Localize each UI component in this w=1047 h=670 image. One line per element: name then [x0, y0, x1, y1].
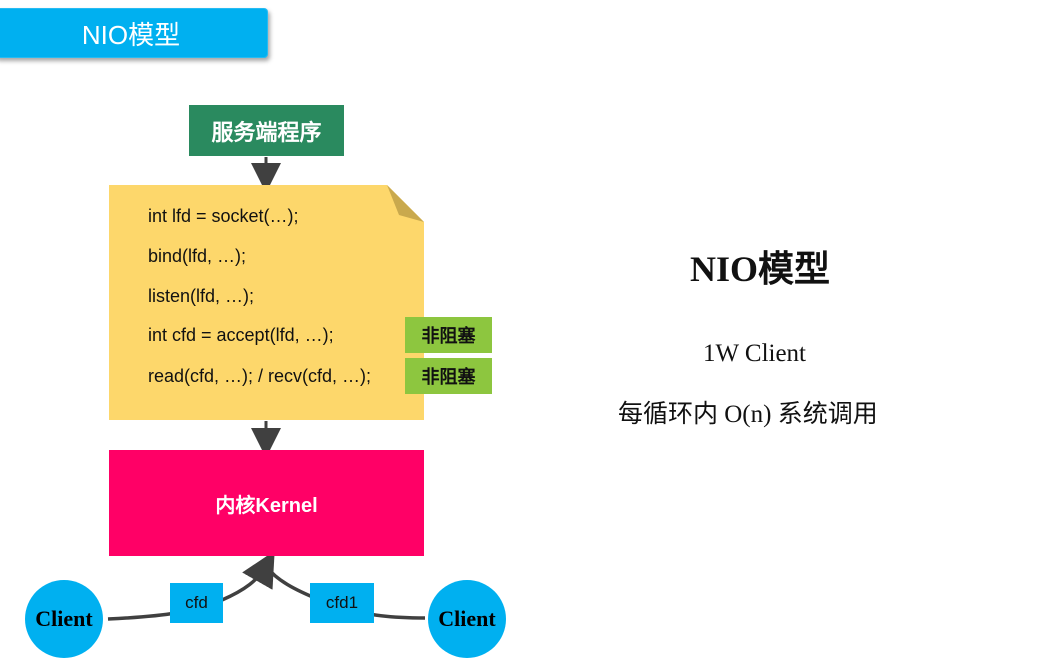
side-line-complexity: 每循环内 O(n) 系统调用 — [618, 401, 878, 428]
client-label: Client — [438, 606, 496, 631]
client-node-left: Client — [25, 580, 103, 658]
server-program-label: 服务端程序 — [211, 119, 322, 145]
kernel-label: 内核Kernel — [215, 494, 318, 517]
code-line-socket: int lfd = socket(…); — [148, 206, 299, 226]
client-node-right: Client — [428, 580, 506, 658]
code-note — [109, 185, 424, 420]
side-line-clients: 1W Client — [703, 340, 807, 367]
note-shape — [109, 185, 424, 420]
fd-label-text: cfd1 — [325, 593, 359, 612]
slide-title: NIO模型 — [81, 19, 181, 50]
fd-label-cfd1: cfd1 — [310, 583, 374, 623]
code-line-accept: int cfd = accept(lfd, …); — [148, 325, 334, 345]
nonblocking-tag-label: 非阻塞 — [421, 326, 476, 346]
fd-label-text: cfd — [185, 593, 208, 612]
code-line-read: read(cfd, …); / recv(cfd, …); — [148, 366, 372, 386]
fd-label-cfd: cfd — [170, 583, 223, 623]
client-label: Client — [35, 606, 93, 631]
server-program-box: 服务端程序 — [189, 105, 344, 156]
code-line-listen: listen(lfd, …); — [148, 286, 255, 306]
kernel-box: 内核Kernel — [109, 450, 424, 556]
nonblocking-tag-accept: 非阻塞 — [405, 317, 492, 353]
slide-title-tab: NIO模型 — [0, 8, 268, 58]
nonblocking-tag-label: 非阻塞 — [421, 367, 476, 387]
side-title: NIO模型 — [690, 249, 831, 289]
nonblocking-tag-read: 非阻塞 — [405, 358, 492, 394]
code-line-bind: bind(lfd, …); — [148, 246, 247, 266]
